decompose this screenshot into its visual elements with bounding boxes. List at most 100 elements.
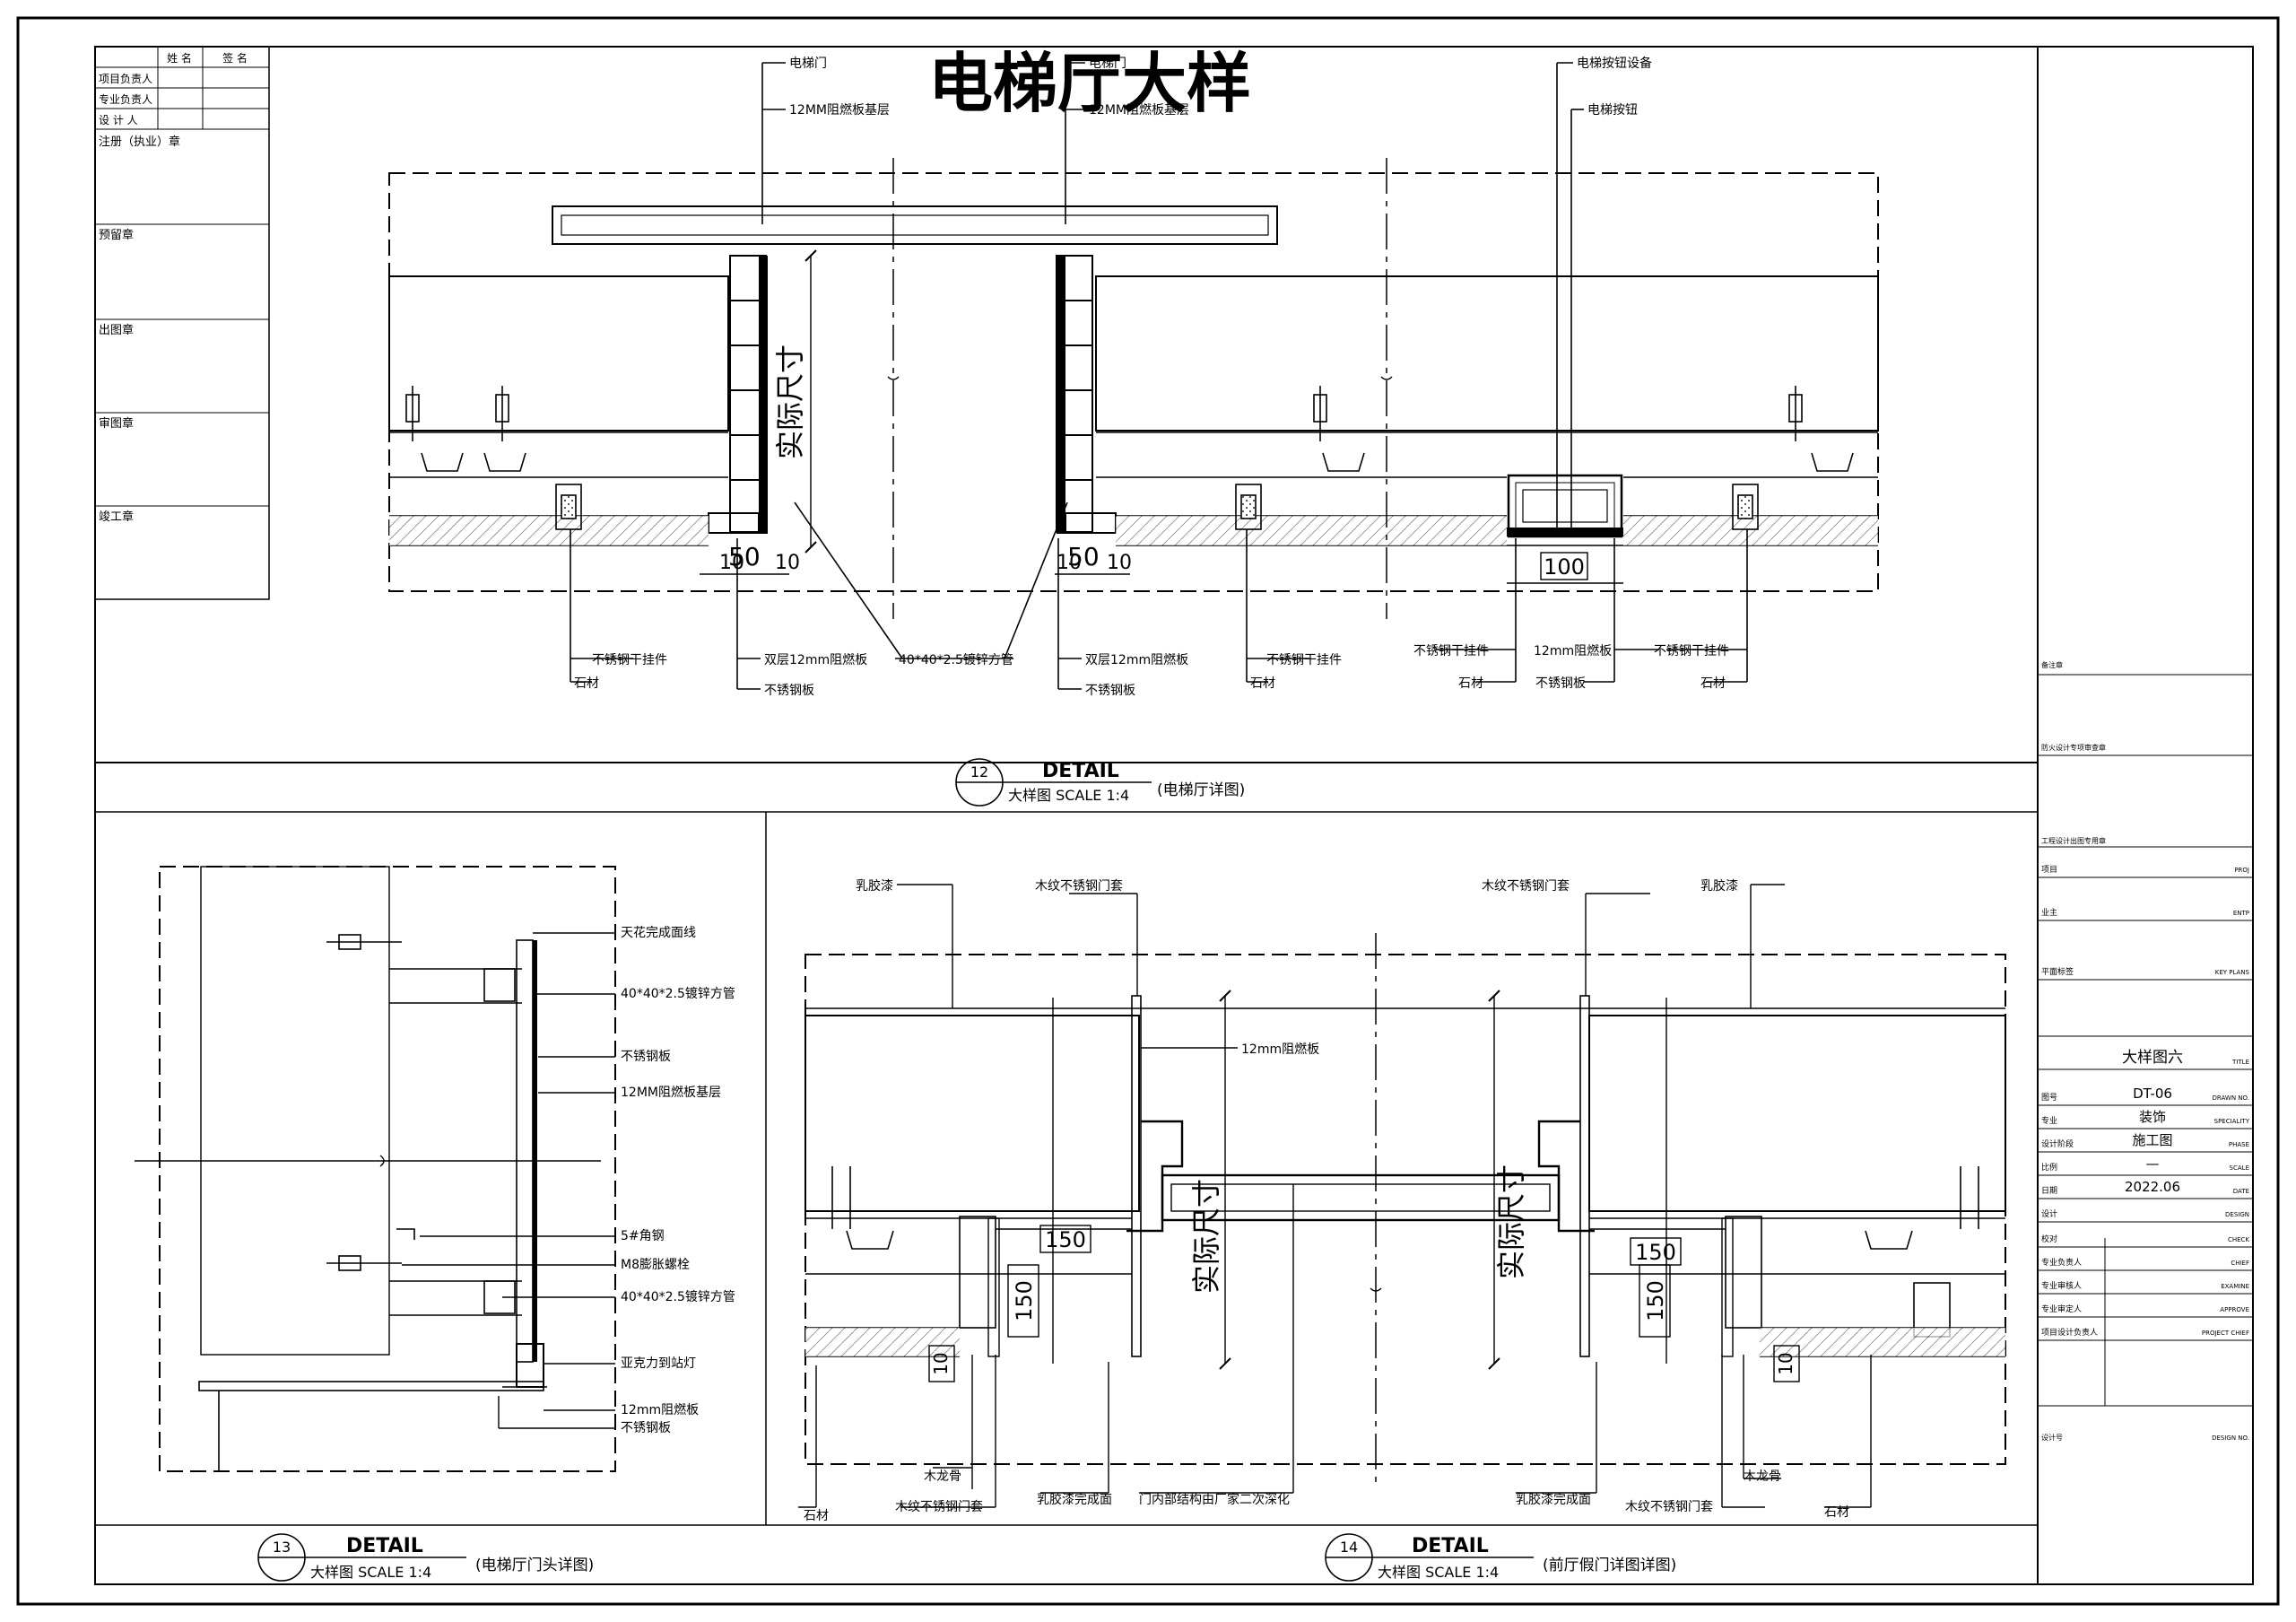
label-door-trim: 木纹不锈钢门套 [1482,879,1570,894]
detail-13-label: 12mm阻燃板 [621,1402,699,1417]
label-stone: 石材 [574,676,599,691]
label-board-12: 12mm阻燃板 [1241,1042,1319,1057]
title-block-label: 日期 [2041,1186,2057,1196]
title-block-value: 2022.06 [2125,1179,2180,1195]
title-block-en-label: CHECK [2228,1236,2249,1243]
dim-100: 100 [1544,554,1585,580]
title-block-value: DT-06 [2133,1086,2172,1102]
stamp-head-sign: 签 名 [222,51,248,65]
title-block-en-label: APPROVE [2220,1306,2249,1313]
title-block-value: 施工图 [2132,1132,2172,1148]
detail-12-section: 实际尺寸 10 50 10 10 50 10 100 电梯门 12MM阻燃板基层… [388,56,1879,807]
detail-13-label: 不锈钢板 [621,1050,671,1064]
label-inner-structure: 门内部结构由厂家二次深化 [1139,1492,1290,1507]
title-block-value: 大样图六 [2122,1049,2183,1067]
label-latex: 乳胶漆 [1700,878,1738,894]
label-finish: 乳胶漆完成面 [1037,1492,1112,1507]
dim-10: 10 [1775,1352,1796,1374]
detail-12-caption: (电梯厅详图) [1157,781,1245,799]
tb-header-label: 备注章 [2041,660,2063,669]
stamp-row-label: 设 计 人 [99,114,138,126]
title-block-label: 专业审定人 [2041,1304,2082,1314]
label-wood-keel: 木龙骨 [1744,1469,1781,1484]
label-double-board: 双层12mm阻燃板 [764,652,867,667]
dim-10: 10 [1107,552,1132,574]
title-block-label: 项目设计负责人 [2041,1327,2098,1338]
label-hanger: 不锈钢干挂件 [1413,644,1489,658]
label-wood-keel: 木龙骨 [924,1469,961,1484]
detail-12-word: DETAIL [1042,760,1119,782]
stamp-head-name: 姓 名 [167,51,192,65]
label-hanger: 不锈钢干挂件 [1654,644,1729,658]
label-call-button: 电梯按钮 [1587,103,1638,118]
label-elevator-door: 电梯门 [1089,57,1126,71]
label-ss-plate: 不锈钢板 [764,684,814,698]
tb-header-label: 工程设计出图专用章 [2041,836,2106,845]
label-door-trim: 木纹不锈钢门套 [895,1500,983,1514]
stamp-seal-label: 审图章 [99,416,134,431]
label-elevator-door: 电梯门 [789,57,827,71]
stamp-row-label: 专业负责人 [99,92,152,106]
title-block-en-label: SCALE [2230,1164,2249,1172]
dim-10: 10 [719,552,744,574]
label-tube: 40*40*2.5镀锌方管 [899,652,1013,667]
detail-13-word: DETAIL [346,1535,423,1557]
title-block-label: 平面标签 [2041,966,2074,977]
label-stone: 石材 [1458,676,1483,691]
detail-13-label: 天花完成面线 [621,926,696,940]
dim-10: 10 [930,1352,952,1374]
detail-14-section: 实际尺寸 实际尺寸 150 150 150 150 10 10 乳胶漆 木纹不锈… [798,878,2006,1582]
tb-footer-en: DESIGN NO. [2212,1435,2249,1442]
drawing-title: 电梯厅大样 [928,46,1251,121]
title-block-en-label: PHASE [2229,1141,2249,1148]
actual-size-dim-12: 实际尺寸 [773,344,807,459]
title-block-en-label: PROJECT CHIEF [2202,1330,2249,1337]
stamp-block: 姓 名 签 名 项目负责人 专业负责人 设 计 人 注册（执业）章 预留章 出图… [94,46,270,600]
label-door-trim: 木纹不锈钢门套 [1035,879,1123,894]
detail-13-label: 亚克力到站灯 [621,1356,696,1371]
title-block-en-label: SPECIALITY [2214,1118,2250,1125]
detail-13-label: 40*40*2.5镀锌方管 [621,1289,735,1304]
label-ss-plate: 不锈钢板 [1535,676,1586,691]
title-block-label: 图号 [2041,1093,2057,1103]
title-block-label: 专业 [2041,1115,2057,1126]
detail-13-label: 不锈钢板 [621,1421,671,1435]
title-block-label: 专业负责人 [2041,1257,2082,1268]
title-block-label: 设计 [2041,1208,2057,1219]
label-latex: 乳胶漆 [856,878,893,894]
stamp-seal-label: 竣工章 [99,510,134,524]
actual-size-dim-14: 实际尺寸 [1189,1179,1223,1294]
title-block-label: 设计阶段 [2041,1138,2074,1149]
title-block-en-label: DRAWN NO. [2213,1094,2249,1102]
detail-14-word: DETAIL [1412,1535,1489,1557]
title-block-label: 业主 [2041,907,2057,918]
title-block-en-label: DESIGN [2225,1211,2249,1218]
detail-13-label: 40*40*2.5镀锌方管 [621,986,735,1001]
label-hanger: 不锈钢干挂件 [1266,653,1342,667]
title-block-en-label: EXAMINE [2221,1283,2249,1290]
label-stone: 石材 [1700,676,1726,691]
tb-footer-label: 设计号 [2041,1433,2063,1442]
stamp-seal-label: 出图章 [99,323,134,337]
label-finish: 乳胶漆完成面 [1516,1492,1591,1507]
actual-size-dim-14: 实际尺寸 [1494,1164,1528,1279]
dim-150: 150 [1012,1280,1037,1321]
detail-14-scale: 大样图 SCALE 1:4 [1378,1564,1499,1581]
label-ss-plate: 不锈钢板 [1085,684,1135,698]
title-block-en-label: ENTP [2233,910,2249,917]
title-block-label: 校对 [2041,1234,2057,1244]
title-block-en-label: TITLE [2231,1059,2249,1066]
dim-150: 150 [1643,1280,1668,1321]
dim-150: 150 [1045,1227,1086,1252]
detail-12-scale: 大样图 SCALE 1:4 [1008,787,1129,804]
detail-14-caption: (前厅假门详图详图) [1543,1557,1676,1574]
detail-13-label: 12MM阻燃板基层 [621,1085,721,1100]
label-hanger: 不锈钢干挂件 [592,653,667,667]
title-block-label: 项目 [2041,865,2057,875]
title-block-label: 专业审核人 [2041,1280,2082,1291]
label-stone: 石材 [1250,676,1275,691]
title-block-en-label: CHIEF [2231,1260,2249,1267]
label-stone: 石材 [1824,1505,1849,1520]
